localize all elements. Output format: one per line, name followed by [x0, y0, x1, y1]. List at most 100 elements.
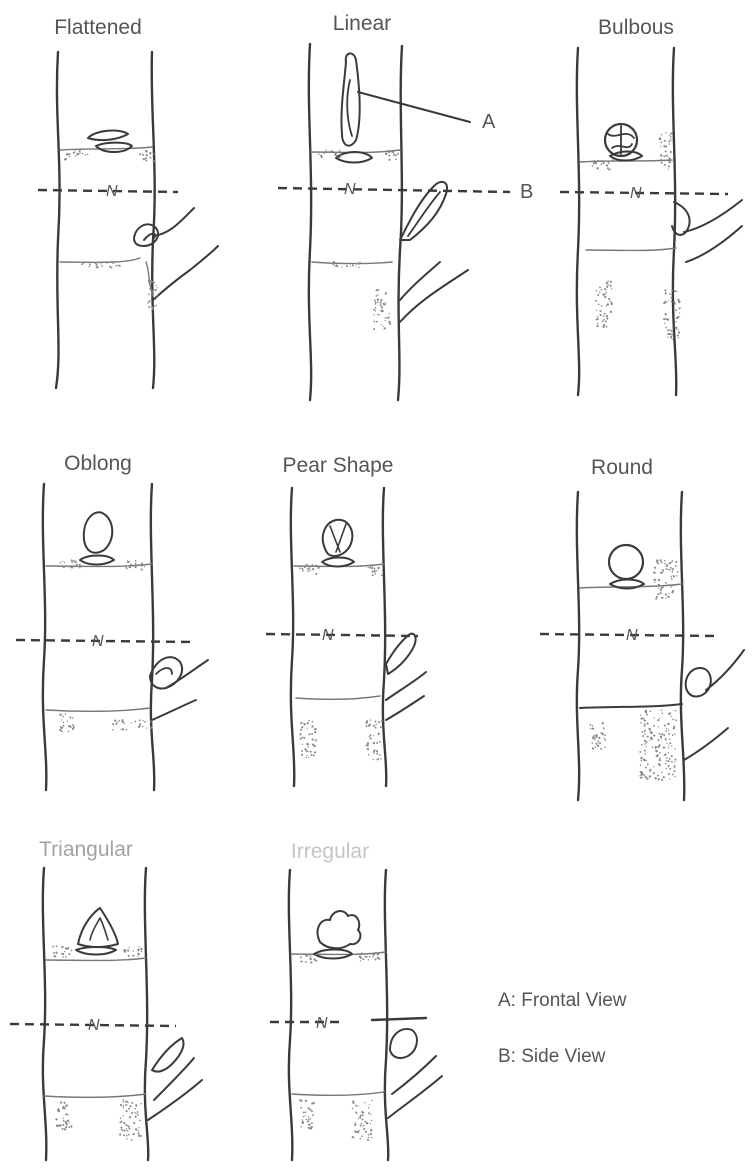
stipple-dot [375, 573, 377, 575]
stipple-dot [369, 566, 371, 568]
stipple-dot [660, 572, 662, 574]
stipple-dot [369, 723, 370, 724]
stipple-dot [663, 302, 665, 304]
stipple-dot [146, 727, 147, 728]
stipple-dot [385, 320, 386, 321]
stipple-dot [373, 750, 375, 752]
stipple-dot [667, 723, 669, 725]
stipple-dot [663, 587, 664, 588]
stipple-dot [301, 961, 303, 963]
stipple-dot [53, 952, 55, 954]
stipple-dot [394, 154, 395, 155]
stipple-dot [126, 1128, 127, 1129]
stipple-dot [68, 953, 70, 955]
stipple-dot [360, 960, 361, 961]
stipple-dot [672, 584, 674, 586]
stipple-dot [55, 952, 57, 954]
stipple-dot [667, 569, 669, 571]
stipple-dot [665, 318, 667, 320]
stipple-dot [650, 732, 652, 734]
stipple-dot [303, 1111, 305, 1113]
stipple-dot [665, 132, 666, 133]
stipple-dot [661, 162, 663, 164]
stipple-dot [311, 1122, 313, 1124]
stipple-dot [668, 161, 670, 163]
stipple-dot [60, 727, 62, 729]
stipple-dot [382, 326, 383, 327]
stipple-dot [305, 961, 307, 963]
stipple-dot [373, 753, 374, 754]
stipple-dot [381, 307, 383, 309]
stipple-dot [364, 956, 366, 958]
stipple-dot [612, 159, 614, 161]
stipple-dot [659, 759, 661, 761]
stipple-dot [355, 1105, 357, 1107]
stipple-dot [657, 560, 659, 562]
stipple-dot [599, 310, 600, 311]
stipple-dot [308, 757, 309, 758]
stipple-dot [303, 1116, 304, 1117]
stipple-dot [595, 746, 597, 748]
stipple-dot [606, 326, 607, 327]
stipple-dot [597, 323, 598, 324]
stipple-dot [135, 1113, 136, 1114]
stipple-dot [71, 560, 73, 562]
stipple-dot [647, 763, 649, 765]
stipple-dot [77, 153, 79, 155]
stipple-dot [665, 301, 667, 303]
stipple-dot [607, 161, 609, 163]
stipple-dot [665, 739, 667, 741]
stipple-dot [141, 563, 143, 565]
stipple-dot [142, 154, 144, 156]
stipple-dot [63, 722, 65, 724]
stipple-dot [68, 153, 70, 155]
stipple-dot [597, 740, 599, 742]
stipple-dot [331, 150, 333, 152]
stipple-dot [661, 597, 663, 599]
stipple-dot [665, 730, 667, 732]
stipple-dot [368, 567, 369, 568]
stipple-dot [659, 752, 661, 754]
stipple-dot [138, 564, 140, 566]
stipple-dot [310, 962, 311, 963]
stipple-dot [359, 1116, 361, 1118]
stipple-dot [300, 722, 302, 724]
stipple-dot [122, 728, 124, 730]
stipple-dot [112, 262, 114, 264]
stipple-dot [67, 1114, 69, 1116]
stipple-dot [674, 326, 675, 327]
stipple-dot [666, 743, 667, 744]
stipple-dot [308, 720, 310, 722]
stipple-dot [592, 747, 594, 749]
stipple-dot [659, 559, 661, 561]
stipple-dot [368, 1107, 370, 1109]
stipple-dot [664, 560, 665, 561]
stipple-dot [665, 313, 667, 315]
stipple-dot [650, 730, 652, 732]
stipple-dot [596, 310, 597, 311]
stipple-dot [666, 728, 667, 729]
stipple-dot [661, 738, 662, 739]
stipple-dot [640, 760, 642, 762]
stipple-dot [375, 570, 376, 571]
stipple-dot [679, 307, 681, 309]
stipple-dot [72, 728, 74, 730]
stipple-dot [671, 560, 673, 562]
stipple-dot [672, 590, 674, 592]
stipple-dot [72, 724, 74, 726]
panel-title-oblong: Oblong [64, 452, 132, 475]
stipple-dot [663, 734, 665, 736]
stipple-dot [154, 305, 155, 306]
stipple-dot [391, 151, 393, 153]
stipple-dot [96, 264, 98, 266]
stipple-dot [667, 333, 669, 335]
stipple-dot [62, 1124, 64, 1126]
panel-title-bulbous: Bulbous [598, 16, 674, 39]
stipple-dot [671, 755, 673, 757]
stipple-dot [123, 1107, 124, 1108]
stipple-dot [655, 746, 657, 748]
stipple-dot [333, 263, 335, 265]
stipple-dot [319, 151, 320, 152]
stipple-dot [663, 145, 665, 147]
